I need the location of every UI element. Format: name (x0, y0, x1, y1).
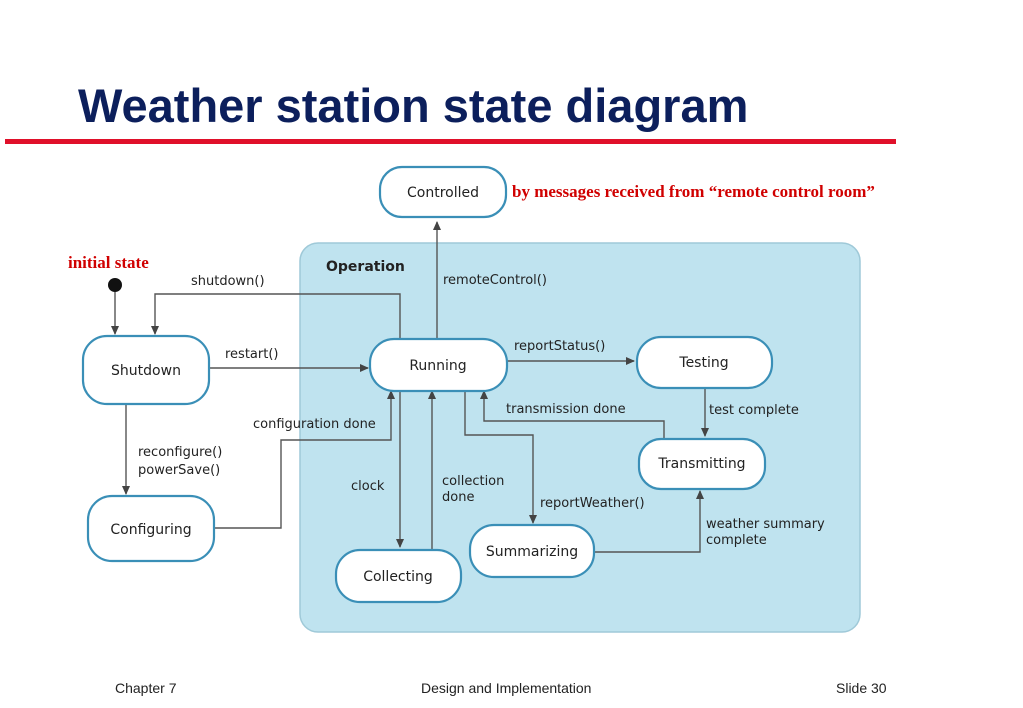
title-underline (5, 139, 896, 144)
state-transmitting (637, 437, 767, 491)
footer-chapter: Chapter 7 (115, 680, 177, 696)
state-configuring-label: Configuring (110, 522, 191, 538)
slide-title: Weather station state diagram (78, 79, 749, 132)
initial-state-annotation: initial state (68, 253, 149, 272)
state-controlled (378, 165, 508, 219)
transmission-done-label: transmission done (506, 402, 626, 417)
power-save-label: powerSave() (138, 463, 220, 478)
collection-done-label-2: done (442, 490, 474, 505)
state-controlled-label: Controlled (407, 185, 479, 201)
state-running-label: Running (409, 358, 466, 374)
report-weather-label: reportWeather() (540, 496, 645, 511)
state-shutdown (81, 334, 211, 406)
state-collecting (334, 548, 463, 604)
state-transmitting-label: Transmitting (657, 456, 745, 472)
weather-summary-transition (594, 490, 704, 553)
state-configuring (86, 494, 216, 563)
state-running (368, 337, 509, 393)
remote-control-label: remoteControl() (443, 273, 547, 288)
configuration-done-transition (214, 390, 395, 529)
reconfigure-label: reconfigure() (138, 445, 222, 460)
remote-control-annotation: by messages received from “remote contro… (512, 182, 875, 201)
transmission-done-transition (480, 390, 665, 439)
operation-label: Operation (326, 259, 405, 275)
report-status-label: reportStatus() (514, 339, 605, 354)
state-summarizing-label: Summarizing (486, 544, 578, 560)
state-shutdown-label: Shutdown (111, 363, 181, 379)
restart-transition-label: restart() (225, 347, 278, 362)
footer-course: Design and Implementation (421, 680, 592, 696)
footer-slide-number: Slide 30 (836, 680, 887, 696)
shutdown-transition (151, 293, 401, 338)
weather-summary-label-1: weather summary (706, 517, 825, 532)
state-summarizing (468, 523, 596, 579)
initial-state-dot (108, 278, 122, 292)
state-testing (635, 335, 774, 390)
test-complete-label: test complete (709, 403, 799, 418)
configuration-done-label: configuration done (253, 417, 376, 432)
collection-done-label-1: collection (442, 474, 504, 489)
weather-summary-label-2: complete (706, 533, 767, 548)
state-collecting-label: Collecting (363, 569, 433, 585)
state-testing-label: Testing (678, 355, 728, 371)
clock-label: clock (351, 479, 385, 494)
shutdown-transition-label: shutdown() (191, 274, 265, 289)
report-weather-transition (464, 391, 537, 524)
